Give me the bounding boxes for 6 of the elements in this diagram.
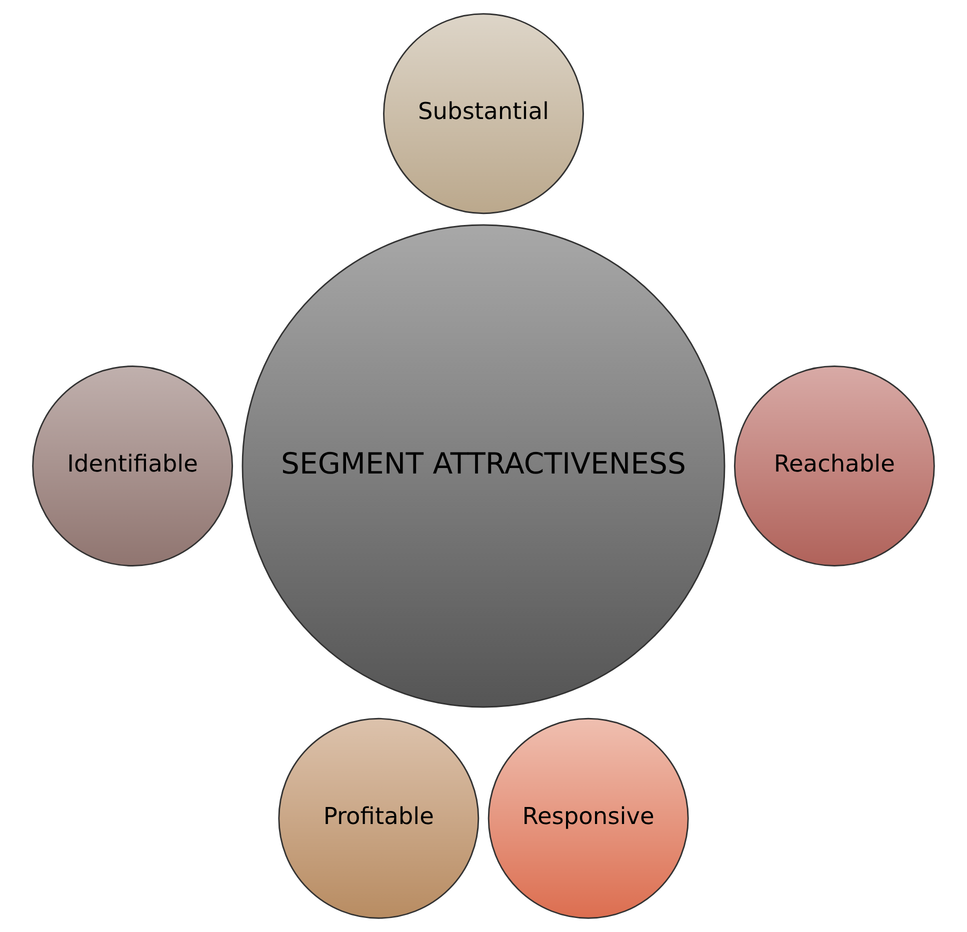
node-circle: Substantial <box>383 13 584 214</box>
node-circle: Responsive <box>488 718 689 919</box>
node-circle: Identifiable <box>32 366 234 566</box>
node-circle: SEGMENT ATTRACTIVENESS <box>242 224 726 708</box>
node-circle: Reachable <box>734 366 935 566</box>
node-circle: Profitable <box>278 718 480 919</box>
